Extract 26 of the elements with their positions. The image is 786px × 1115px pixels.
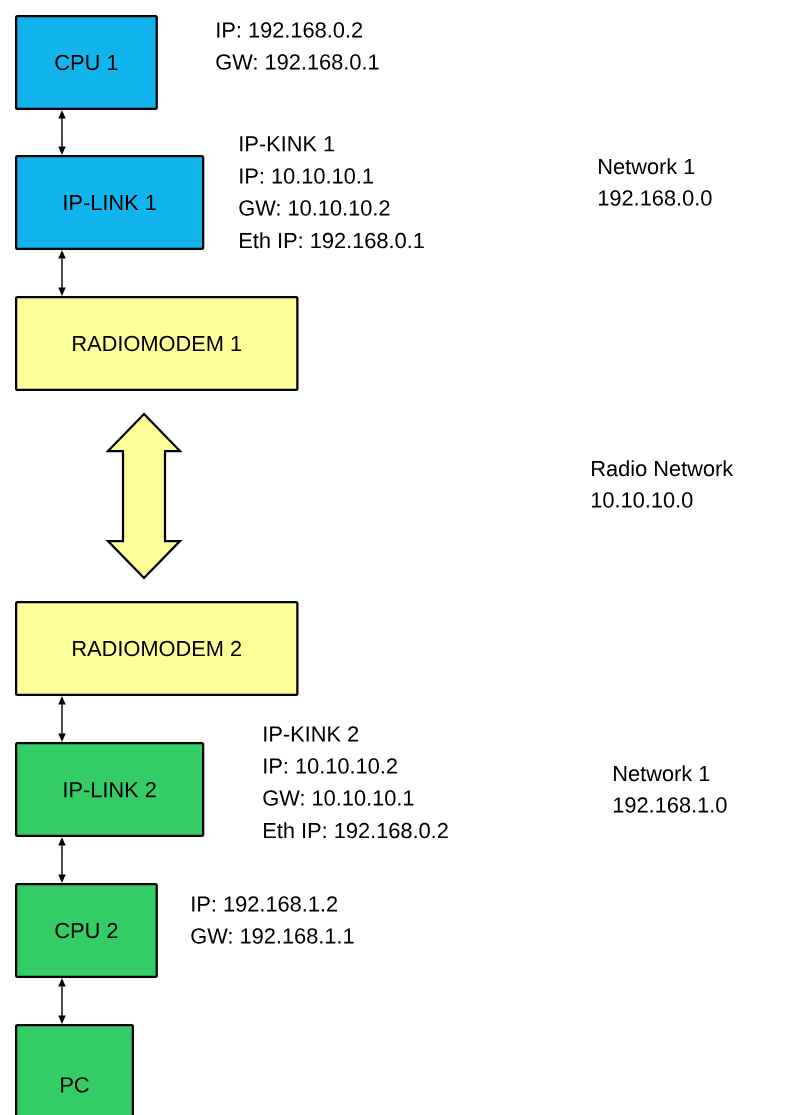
device-box: RADIOMODEM 1 (15, 296, 299, 392)
device-box: RADIOMODEM 2 (15, 601, 299, 697)
network-label: Network 1 (599, 158, 695, 175)
network-label: 192.168.0.0 (598, 190, 712, 206)
address-text: IP: 10.10.10.1 (240, 168, 373, 184)
address-text: GW: 10.10.10.1 (263, 790, 414, 806)
double-arrow (105, 412, 183, 580)
network-label: 192.168.1.0 (613, 797, 727, 813)
address-text: Eth IP: 192.168.0.1 (240, 232, 424, 249)
network-label: Radio Network (592, 460, 734, 477)
device-box: CPU 2 (15, 883, 158, 979)
address-text: IP: 192.168.1.2 (192, 896, 337, 912)
device-box: PC (15, 1024, 134, 1115)
address-text: IP: 10.10.10.2 (264, 758, 397, 774)
address-text: GW: 192.168.0.1 (216, 54, 379, 70)
device-box: CPU 1 (15, 15, 158, 111)
address-text: IP-KINK 1 (240, 136, 335, 152)
address-text: IP: 192.168.0.2 (217, 22, 362, 38)
address-text: GW: 192.168.1.1 (191, 928, 354, 944)
device-box: IP-LINK 2 (15, 742, 205, 838)
address-text: GW: 10.10.10.2 (239, 200, 390, 216)
address-text: Eth IP: 192.168.0.2 (264, 822, 448, 839)
network-label: 10.10.10.0 (591, 492, 693, 508)
device-box: IP-LINK 1 (15, 155, 205, 251)
address-text: IP-KINK 2 (264, 726, 359, 742)
network-label: Network 1 (614, 765, 710, 782)
